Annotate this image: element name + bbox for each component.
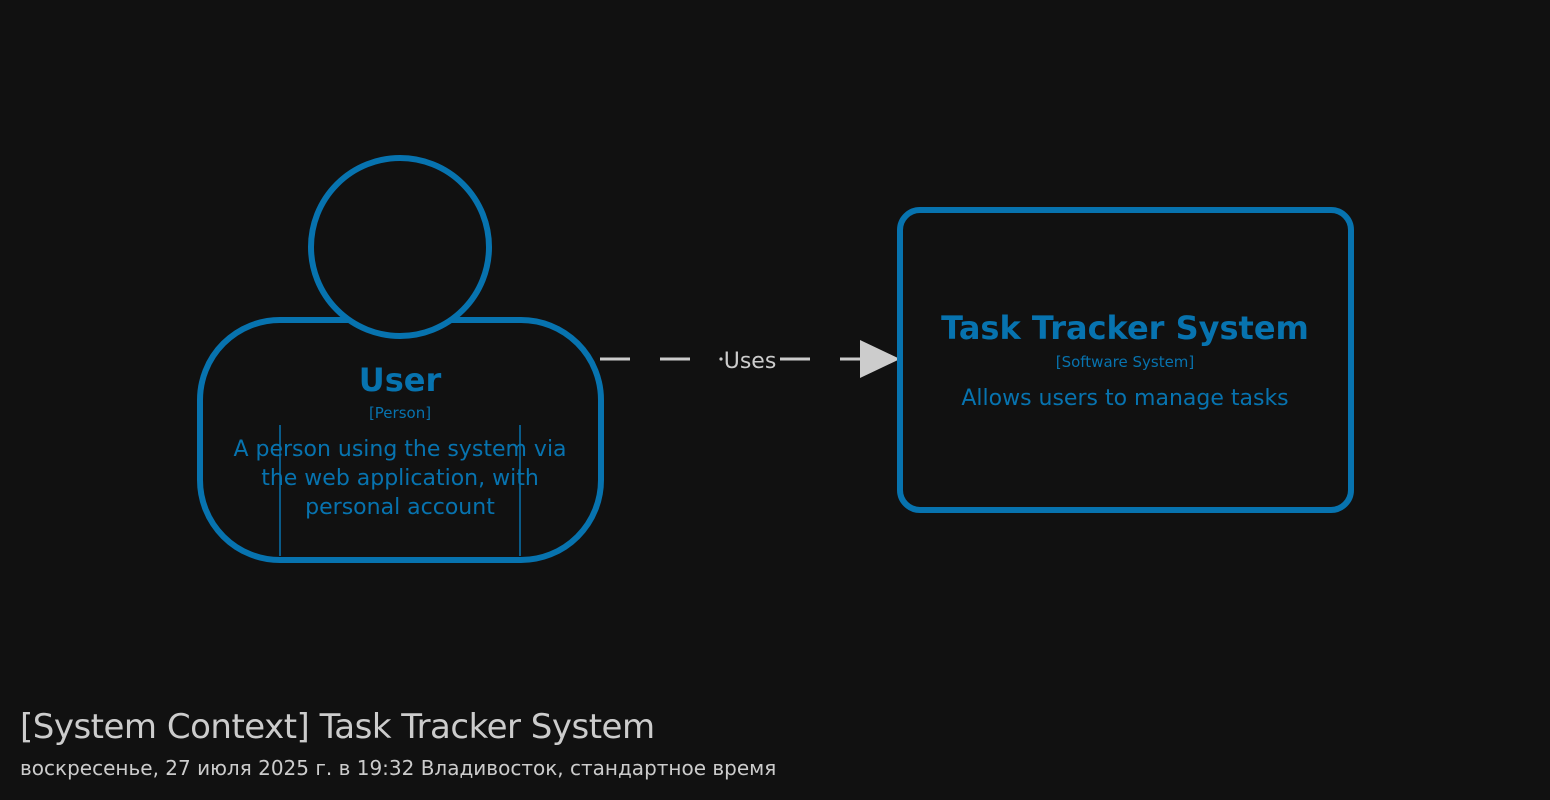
software-system-type: [Software System]: [1056, 353, 1195, 371]
person-description-line: personal account: [305, 495, 495, 520]
software-system-box: [897, 207, 1354, 513]
software-system-name: Task Tracker System: [941, 309, 1309, 347]
relationship-uses[interactable]: Uses: [600, 340, 900, 378]
arrowhead-icon: [860, 340, 900, 378]
software-system-element[interactable]: Task Tracker System [Software System] Al…: [897, 207, 1354, 513]
person-type: [Person]: [369, 404, 431, 422]
person-name: User: [359, 361, 442, 399]
diagram-title: [System Context] Task Tracker System: [20, 707, 655, 747]
software-system-description: Allows users to manage tasks: [961, 386, 1288, 411]
person-description-line: the web application, with: [261, 466, 539, 491]
person-user-element[interactable]: User [Person] A person using the system …: [197, 155, 604, 563]
relationship-label: Uses: [724, 349, 777, 374]
relationship-dot: [719, 357, 723, 361]
person-description-line: A person using the system via: [233, 437, 566, 462]
diagram-date: воскресенье, 27 июля 2025 г. в 19:32 Вла…: [20, 756, 777, 780]
person-head: [308, 155, 492, 339]
